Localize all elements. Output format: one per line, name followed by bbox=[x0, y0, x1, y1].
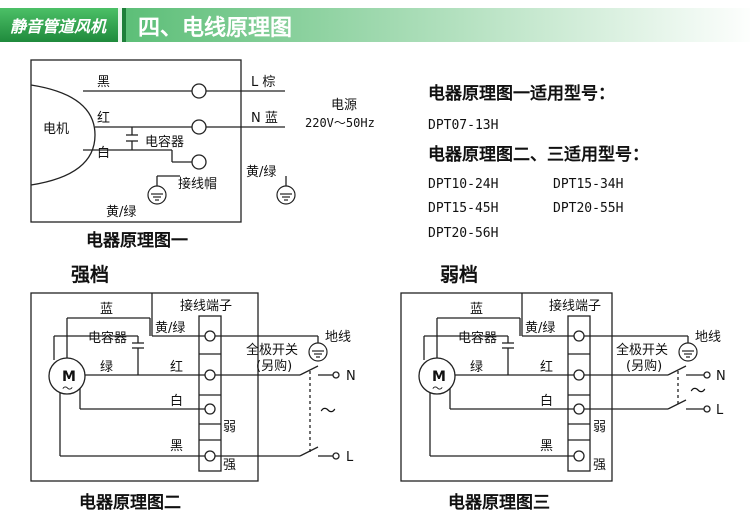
wire-white-label: 白 bbox=[540, 393, 553, 409]
caption-two: 电器原理图二 bbox=[79, 492, 181, 513]
diagram-one-frame bbox=[30, 59, 242, 223]
diagram-three: 弱档 bbox=[400, 263, 726, 513]
N-label: N bbox=[346, 369, 356, 384]
L-label: L bbox=[716, 403, 724, 418]
terminal-label: 接线端子 bbox=[180, 298, 232, 314]
motor-M: M bbox=[432, 369, 446, 385]
wire-white-label: 白 bbox=[170, 393, 183, 409]
wire-green-label: 绿 bbox=[100, 360, 113, 375]
ground-label: 地线 bbox=[325, 330, 351, 345]
wire-white-label: 白 bbox=[97, 145, 110, 161]
ground-icon bbox=[308, 342, 328, 362]
L-label: L 棕 bbox=[251, 75, 275, 90]
ground-icon bbox=[678, 342, 698, 362]
yellow-green-label: 黄/绿 bbox=[155, 321, 185, 336]
diagram-two-frame bbox=[30, 292, 259, 482]
wire-blue-label: 蓝 bbox=[470, 302, 483, 317]
motor-M: M bbox=[62, 369, 76, 385]
diagram-two-title: 强档 bbox=[71, 263, 109, 286]
yellow-green-left-label: 黄/绿 bbox=[106, 205, 136, 220]
motor-tilde: ～ bbox=[62, 382, 73, 395]
wire-black-label: 黑 bbox=[97, 75, 110, 90]
switch-note: (另购) bbox=[256, 358, 292, 374]
weak-label: 弱 bbox=[593, 420, 606, 435]
wire-black-label: 黑 bbox=[170, 439, 183, 454]
motor-label: 电机 bbox=[43, 122, 69, 137]
diagram-one bbox=[30, 59, 296, 223]
wire-red-label: 红 bbox=[97, 110, 110, 126]
ac-tilde: ～ bbox=[320, 401, 336, 420]
ground-label: 地线 bbox=[695, 330, 721, 345]
model-item: DPT15-34H bbox=[553, 177, 623, 192]
wire-green-label: 绿 bbox=[470, 360, 483, 375]
wire-black-label: 黑 bbox=[540, 439, 553, 454]
ground-icon-left bbox=[147, 185, 167, 205]
terminal-label: 接线端子 bbox=[549, 298, 601, 314]
terminal-block bbox=[198, 315, 222, 472]
diagram-two: 强档 bbox=[30, 263, 356, 513]
ac-tilde: ～ bbox=[690, 381, 706, 400]
yellow-green-right-label: 黄/绿 bbox=[246, 165, 276, 180]
motor-tilde: ～ bbox=[432, 382, 443, 395]
connector-cap-label: 接线帽 bbox=[178, 176, 217, 192]
terminal-red bbox=[191, 119, 207, 135]
wire-blue-label: 蓝 bbox=[100, 302, 113, 317]
terminal-block bbox=[567, 315, 591, 472]
voltage-label: 220V～50Hz bbox=[305, 116, 375, 130]
N-label: N 蓝 bbox=[251, 111, 278, 126]
model-item: DPT10-24H bbox=[428, 177, 498, 192]
brand-tab bbox=[0, 8, 118, 42]
terminal-cap bbox=[191, 154, 207, 170]
section-title: 四、电线原理图 bbox=[138, 15, 292, 41]
header-bar: 静音管道风机 四、电线原理图 bbox=[0, 8, 750, 42]
model-list: 电器原理图一适用型号： DPT07-13H 电器原理图二、三适用型号： DPT1… bbox=[428, 83, 649, 241]
diagram-three-frame bbox=[400, 292, 613, 482]
caption-one: 电器原理图一 bbox=[86, 230, 188, 251]
L-label: L bbox=[346, 450, 354, 465]
switch-note: (另购) bbox=[626, 358, 662, 374]
strong-label: 强 bbox=[593, 458, 606, 473]
brand-name: 静音管道风机 bbox=[10, 17, 107, 36]
model-one: DPT07-13H bbox=[428, 118, 498, 133]
capacitor-label: 电容器 bbox=[145, 134, 184, 150]
model-item: DPT20-56H bbox=[428, 226, 498, 241]
models-heading-two: 电器原理图二、三适用型号： bbox=[428, 144, 649, 165]
yellow-green-label: 黄/绿 bbox=[525, 321, 555, 336]
switch-label: 全极开关 bbox=[616, 342, 668, 358]
wire-red-label: 红 bbox=[170, 359, 183, 375]
weak-label: 弱 bbox=[223, 420, 236, 435]
power-label: 电源 bbox=[331, 98, 357, 113]
motor-arc bbox=[30, 84, 96, 186]
model-item: DPT15-45H bbox=[428, 201, 498, 216]
capacitor-label: 电容器 bbox=[458, 330, 497, 346]
ground-icon-right bbox=[276, 185, 296, 205]
strong-label: 强 bbox=[223, 458, 236, 473]
capacitor-label: 电容器 bbox=[88, 330, 127, 346]
N-label: N bbox=[716, 369, 726, 384]
models-heading-one: 电器原理图一适用型号： bbox=[428, 83, 615, 104]
terminal-black bbox=[191, 83, 207, 99]
model-item: DPT20-55H bbox=[553, 201, 623, 216]
switch-label: 全极开关 bbox=[246, 342, 298, 358]
wire-red-label: 红 bbox=[540, 359, 553, 375]
caption-three: 电器原理图三 bbox=[448, 492, 550, 513]
diagram-three-title: 弱档 bbox=[440, 263, 478, 286]
